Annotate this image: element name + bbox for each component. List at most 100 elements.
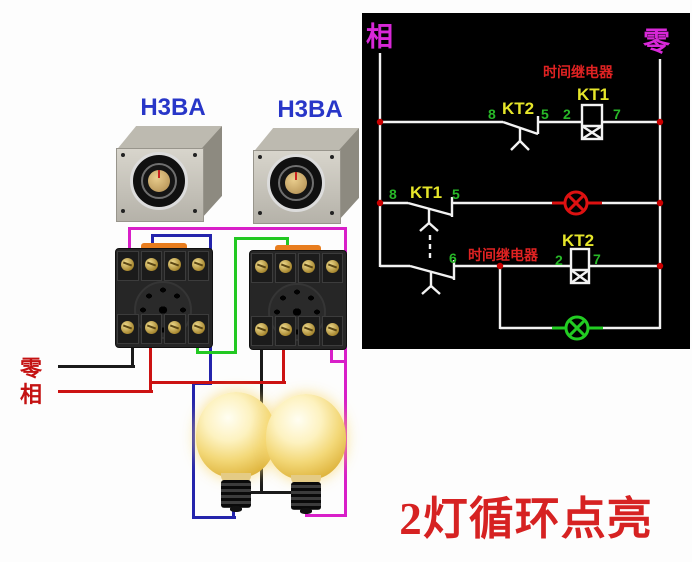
wire-blue-top-run bbox=[151, 234, 212, 237]
timer2-screw bbox=[330, 211, 334, 215]
socket2-terminal bbox=[298, 316, 320, 346]
row1-coil-pin-left: 2 bbox=[563, 106, 571, 122]
bulb-left-contact bbox=[230, 506, 242, 512]
socket1-terminal bbox=[187, 314, 209, 344]
junction-dot bbox=[656, 262, 664, 270]
junction-dots bbox=[376, 118, 664, 270]
terminal-screw-icon bbox=[302, 323, 315, 336]
wire-blue-bulb-run bbox=[192, 516, 236, 519]
row2-pin-left: 8 bbox=[389, 186, 397, 202]
kt1-contact-delay-foot bbox=[421, 284, 441, 295]
kt2-contact-delay-foot bbox=[510, 139, 530, 151]
page-caption: 2灯循环点亮 bbox=[399, 494, 653, 544]
timer2-screw bbox=[258, 211, 262, 215]
row1-coil-pin-right: 7 bbox=[613, 106, 621, 122]
red-lamp-icon bbox=[552, 190, 602, 216]
row3-coil-pin-right: 7 bbox=[593, 251, 601, 267]
row2-contact-name: KT1 bbox=[410, 183, 442, 202]
socket2-terminal bbox=[251, 316, 273, 346]
wire-magenta-branch-drop bbox=[330, 348, 333, 362]
wire-magenta-drop-socket1 bbox=[128, 227, 131, 260]
timer1-screw bbox=[193, 209, 197, 213]
terminal-screw-icon bbox=[168, 321, 181, 334]
junction-dot bbox=[656, 199, 664, 207]
terminal-screw-icon bbox=[144, 258, 158, 271]
wire-red-socket1-tail bbox=[149, 342, 152, 392]
socket2-terminal bbox=[321, 316, 343, 346]
row2-pin-right: 5 bbox=[452, 186, 460, 202]
wire-black-bulb-link bbox=[247, 491, 295, 494]
row1-pin-right: 5 bbox=[541, 106, 549, 122]
timer1-label: H3BA bbox=[140, 94, 206, 121]
bulb-right-screw-base bbox=[291, 482, 321, 510]
wire-green-top-run bbox=[234, 237, 289, 240]
red-lamp-x bbox=[567, 194, 585, 212]
timer2-knob bbox=[285, 172, 307, 194]
socket2-terminal bbox=[251, 253, 273, 283]
wire-red-link-run bbox=[149, 381, 286, 384]
terminal-screw-icon bbox=[325, 260, 339, 273]
neutral-wire-label: 零 bbox=[20, 356, 43, 381]
schematic-neutral-label: 零 bbox=[642, 27, 671, 57]
timer1-screw bbox=[121, 153, 125, 157]
terminal-screw-icon bbox=[168, 258, 181, 271]
socket1-terminal bbox=[187, 251, 209, 281]
row2-pin-lower: 6 bbox=[449, 250, 457, 266]
socket1-terminal bbox=[164, 251, 186, 281]
terminal-screw-icon bbox=[325, 323, 339, 336]
timer2-screw bbox=[258, 155, 262, 159]
socket2-terminal bbox=[274, 253, 296, 283]
kt1-coil-x bbox=[581, 124, 603, 141]
kt2-coil-x bbox=[570, 269, 590, 284]
circuit-schematic-panel: 相 零 时间继电器 KT1 8 KT2 5 2 7 8 KT1 5 6 时间继电… bbox=[362, 13, 690, 349]
timer1-screw bbox=[193, 153, 197, 157]
wire-magenta-top-run bbox=[128, 227, 347, 230]
timer2-top-face bbox=[255, 128, 359, 150]
terminal-screw-icon bbox=[255, 323, 268, 336]
bulb-right-glass bbox=[266, 394, 346, 480]
bulb-left-glass bbox=[196, 392, 276, 478]
bulb-right-neck bbox=[291, 475, 321, 484]
timer1-top-face bbox=[118, 126, 222, 148]
terminal-screw-icon bbox=[302, 260, 315, 273]
schematic-phase-label: 相 bbox=[366, 22, 393, 52]
schematic-lines bbox=[378, 53, 662, 330]
terminal-screw-icon bbox=[191, 321, 205, 334]
socket1-bottom-terminals bbox=[117, 314, 209, 344]
bulb-left-neck bbox=[221, 473, 251, 482]
wire-magenta-right-trunk bbox=[344, 227, 347, 517]
row3-relay-caption: 时间继电器 bbox=[468, 247, 539, 263]
timer1-pointer bbox=[158, 170, 160, 178]
junction-dot bbox=[656, 118, 664, 126]
bulb-left-screw-base bbox=[221, 480, 251, 508]
terminal-screw-icon bbox=[121, 258, 134, 271]
wire-green-trunk bbox=[234, 237, 237, 354]
socket2-top-terminals bbox=[251, 253, 343, 283]
socket1-terminal bbox=[140, 314, 162, 344]
wire-red-socket2-tail bbox=[282, 346, 285, 383]
timer2-pointer bbox=[295, 172, 297, 180]
wire-black-socket1-tail bbox=[131, 342, 134, 367]
socket1-terminal bbox=[117, 314, 139, 344]
wire-magenta-bulb-run bbox=[305, 514, 347, 517]
terminal-screw-icon bbox=[278, 323, 292, 336]
socket1-terminal bbox=[140, 251, 162, 281]
row1-pin-left: 8 bbox=[488, 106, 496, 122]
timer2-screw bbox=[330, 155, 334, 159]
junction-dot bbox=[376, 199, 384, 207]
junction-dot bbox=[496, 262, 504, 270]
wire-green-bottom-run bbox=[196, 351, 237, 354]
green-lamp-x bbox=[568, 319, 586, 337]
terminal-screw-icon bbox=[144, 321, 158, 334]
phase-wire-label: 相 bbox=[20, 382, 43, 407]
socket1-terminal bbox=[164, 314, 186, 344]
terminal-screw-icon bbox=[278, 260, 292, 273]
socket2-terminal bbox=[298, 253, 320, 283]
timer1-side-face bbox=[202, 126, 222, 218]
row3-coil-pin-left: 2 bbox=[555, 252, 563, 268]
circuit-schematic: 相 零 时间继电器 KT1 8 KT2 5 2 7 8 KT1 5 6 时间继电… bbox=[366, 22, 671, 341]
socket1-terminal bbox=[117, 251, 139, 281]
socket2-bottom-terminals bbox=[251, 316, 343, 346]
green-lamp-icon bbox=[552, 315, 603, 341]
